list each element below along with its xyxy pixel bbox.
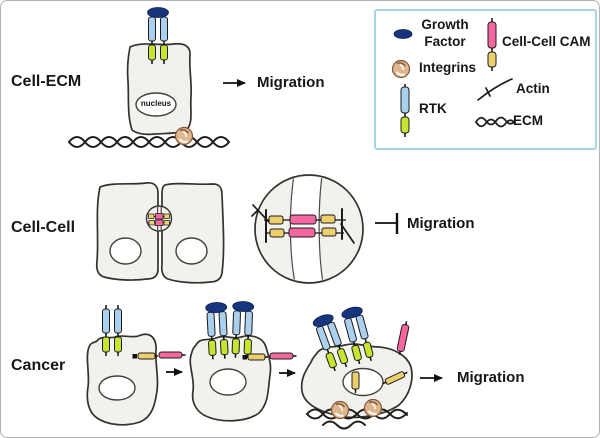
actin-filament <box>340 223 355 244</box>
legend-label-growth-factor: Growth Factor <box>421 17 469 49</box>
legend-box: Growth Factor Integrins RTK Cell-Cell CA… <box>374 9 597 150</box>
growth-factor-icon <box>393 29 413 39</box>
nucleus <box>109 237 142 265</box>
cell-body-left <box>95 181 159 281</box>
cancer-cell-3 <box>300 305 413 430</box>
free-cam-pink <box>396 321 410 355</box>
migration-inhibition-bar <box>375 213 399 234</box>
cell-ecm-row <box>68 8 246 148</box>
legend-label-cell-cell-cam: Cell-Cell CAM <box>502 34 591 49</box>
migration-label-top: Migration <box>257 74 325 91</box>
integrin-icon <box>330 400 350 420</box>
legend-label-ecm: ECM <box>513 113 543 128</box>
legend-label-actin: Actin <box>516 81 550 96</box>
junction-magnified-circle <box>251 174 364 284</box>
cell-body-right <box>160 182 225 284</box>
rtk-receptor <box>101 304 111 357</box>
rtk-receptor <box>113 304 123 357</box>
cam-dissociating-pair <box>242 352 297 361</box>
row-label-cell-cell: Cell-Cell <box>11 219 76 236</box>
rtk-icon <box>400 84 410 137</box>
ecm-strand <box>68 136 230 148</box>
junction-highlight-circle <box>145 205 173 232</box>
cancer-cell-1 <box>86 304 186 426</box>
nucleus <box>98 375 136 401</box>
migration-label-bottom: Migration <box>457 369 525 386</box>
cancer-cell-2 <box>189 301 297 422</box>
cell-cell-cam-icon <box>487 18 497 71</box>
ecm-icon <box>475 116 515 128</box>
integrin-icon <box>174 126 194 146</box>
cell-cell-row <box>95 174 399 284</box>
legend-label-integrins: Integrins <box>419 60 477 75</box>
nucleus <box>135 92 177 117</box>
integrin-icon <box>363 398 383 418</box>
nucleus <box>342 367 384 397</box>
migration-label-middle: Migration <box>407 215 475 232</box>
ecm-strand <box>306 408 408 420</box>
legend-label-rtk: RTK <box>419 101 447 116</box>
internalized-cam-yellow <box>351 371 360 393</box>
row-label-cancer: Cancer <box>11 357 66 374</box>
membrane-right <box>318 176 324 282</box>
nucleus <box>175 237 208 265</box>
nucleus <box>209 368 247 396</box>
cam-dissociating-pair <box>132 351 186 360</box>
cell-body <box>126 42 193 136</box>
integrins-icon <box>391 59 411 79</box>
actin-icon <box>477 78 513 101</box>
cam-pair-row <box>269 227 337 238</box>
cam-pair-row <box>268 214 336 225</box>
ecm-strand <box>322 420 366 430</box>
nucleus-label: nucleus <box>140 99 172 108</box>
free-cam-yellow <box>382 371 408 385</box>
cancer-row <box>86 301 443 430</box>
row-label-cell-ecm: Cell-ECM <box>11 73 82 90</box>
